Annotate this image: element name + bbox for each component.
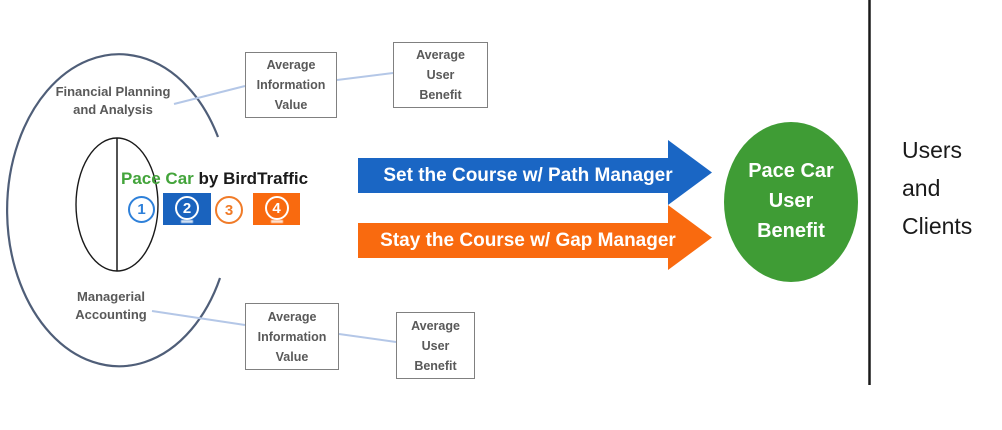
users-and-clients-label: Users and Clients — [902, 131, 972, 245]
avg-information-value-box-top: Average Information Value — [245, 52, 337, 118]
outer-c-ellipse — [6, 53, 222, 368]
box-line: Average — [411, 318, 460, 333]
managerial-accounting-line1: Managerial — [77, 289, 145, 304]
managerial-accounting-line2: Accounting — [75, 306, 147, 322]
path-manager-arrow-label: Set the Course w/ Path Manager — [383, 165, 673, 186]
badge-3-circle: 3 — [215, 196, 243, 224]
box-line: Information — [257, 329, 327, 344]
connector-fpa-to-infobox — [173, 85, 246, 105]
gap-manager-arrow-label: Stay the Course w/ Gap Manager — [380, 230, 676, 251]
badge-2-circle: 2 — [175, 196, 199, 220]
badge-2-caption-mark — [181, 220, 193, 223]
badge-4-caption-mark — [270, 220, 283, 223]
product-name: Pace Car — [121, 169, 194, 188]
financial-planning-line1: Financial Planning — [55, 84, 171, 99]
box-line: Value — [275, 349, 309, 364]
box-line: Average — [266, 58, 316, 72]
benefit-line1: Pace Car — [748, 160, 834, 182]
badge-4-box: 4 — [253, 193, 300, 225]
avg-user-benefit-box-bottom: Average User Benefit — [396, 312, 475, 379]
badge-2-box: 2 — [163, 193, 211, 225]
box-line: Value — [274, 98, 308, 112]
benefit-line2: User — [768, 190, 814, 212]
path-manager-arrow — [358, 140, 712, 205]
badge-1-circle: 1 — [128, 196, 155, 223]
connector-ma-to-infobox — [151, 310, 246, 326]
box-line: Information — [256, 78, 326, 92]
badge-2-number: 2 — [182, 199, 192, 217]
gap-manager-arrow — [358, 205, 712, 270]
users-line1: Users — [902, 137, 963, 163]
box-line: Average — [267, 309, 317, 324]
avg-user-benefit-box-top: Average User Benefit — [393, 42, 488, 108]
managerial-accounting-label: Managerial Accounting — [40, 288, 182, 323]
box-line: Average — [416, 48, 465, 62]
connector-infobox-to-benefitbox-bottom — [338, 333, 397, 343]
badge-4-number: 4 — [272, 199, 281, 217]
box-line: User — [426, 68, 455, 82]
users-line3: Clients — [902, 213, 973, 239]
financial-planning-line2: and Analysis — [73, 101, 153, 117]
badge-3-number: 3 — [224, 201, 234, 219]
box-line: Benefit — [414, 358, 457, 373]
pace-car-user-benefit-label: Pace Car User Benefit — [726, 156, 856, 246]
financial-planning-label: Financial Planning and Analysis — [38, 83, 188, 118]
users-line2: and — [902, 175, 941, 201]
box-line: User — [421, 338, 450, 353]
box-line: Benefit — [419, 88, 462, 102]
connector-infobox-to-benefitbox-top — [336, 72, 394, 81]
avg-information-value-box-bottom: Average Information Value — [245, 303, 339, 370]
product-title: Pace Car by BirdTraffic — [121, 168, 308, 190]
badge-1-number: 1 — [137, 201, 146, 218]
product-suffix: by BirdTraffic — [193, 169, 309, 188]
badge-4-circle: 4 — [264, 196, 289, 220]
pace-car-user-benefit-ellipse — [724, 122, 858, 282]
benefit-line3: Benefit — [757, 220, 825, 242]
